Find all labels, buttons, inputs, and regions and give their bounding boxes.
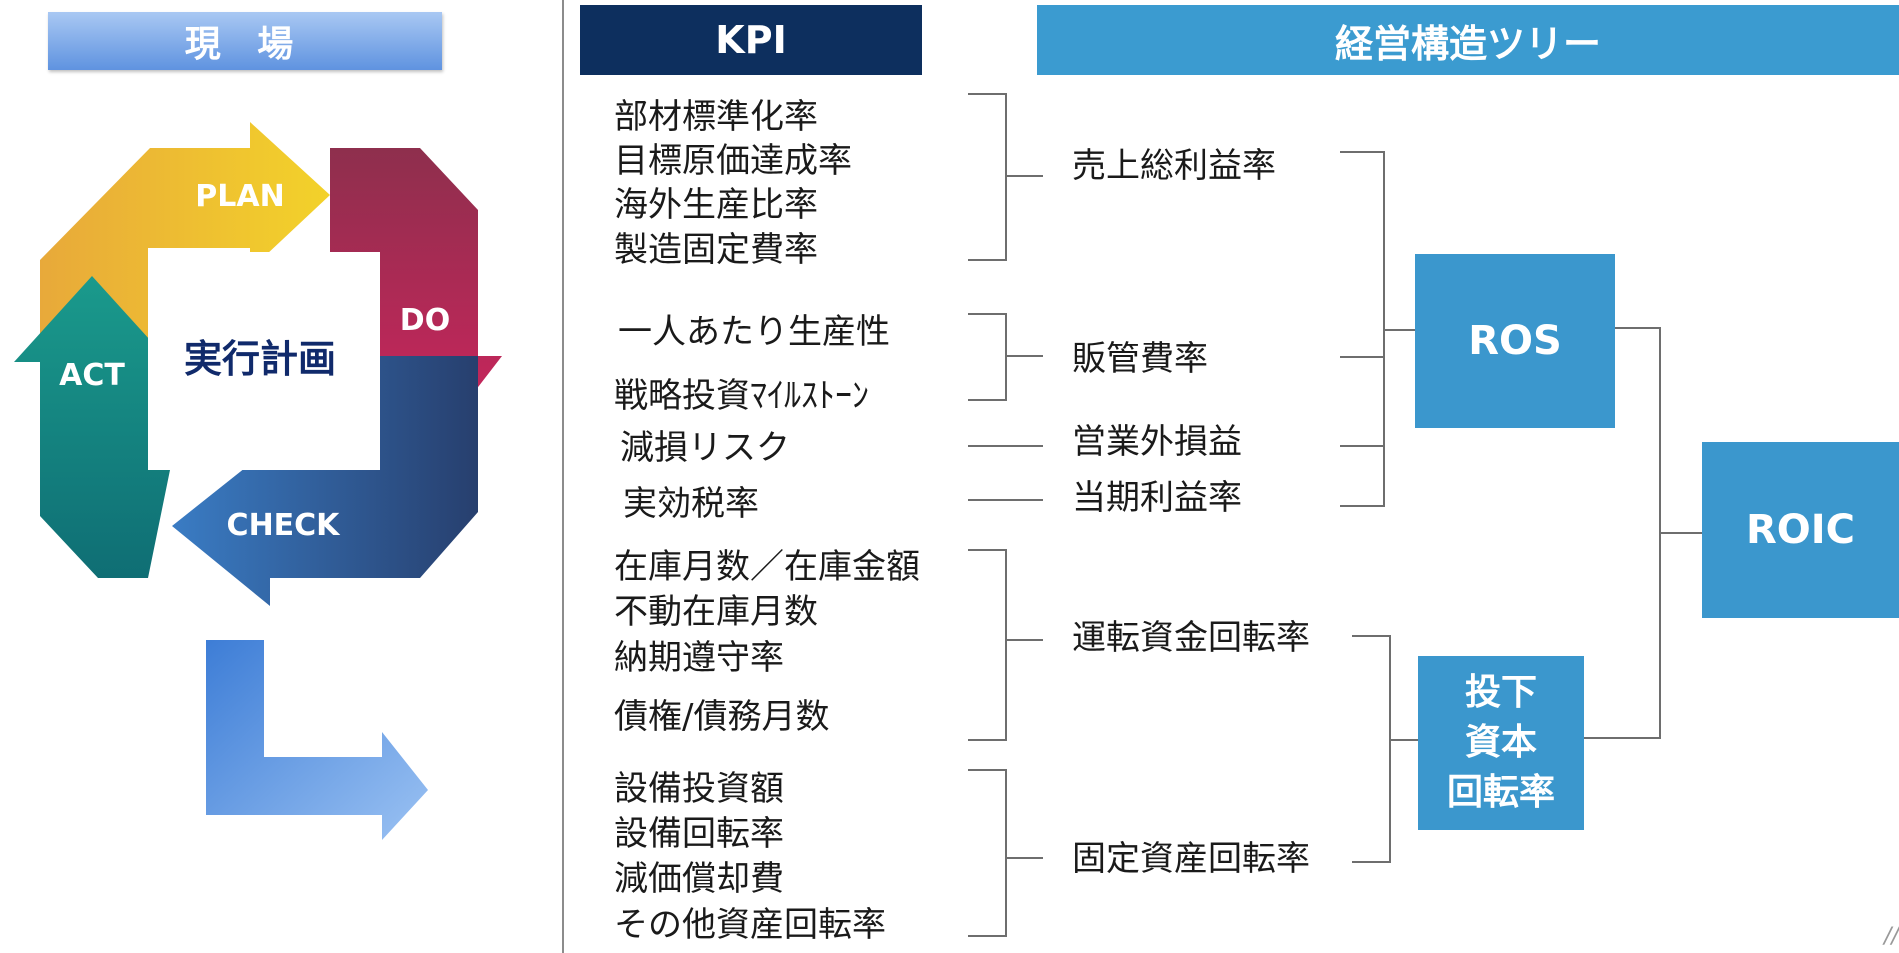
do-label: DO xyxy=(400,303,450,338)
kpi-item: 部材標準化率 xyxy=(614,97,818,137)
kpi-item: 設備投資額 xyxy=(614,769,784,809)
act-arrow xyxy=(14,276,170,578)
check-arrow xyxy=(172,356,478,606)
metric-gross-margin: 売上総利益率 xyxy=(1072,146,1276,186)
pdca-cycle-diagram: PLAN DO CHECK ACT 実行計画 xyxy=(14,122,502,840)
kpi-item: 減損リスク xyxy=(620,428,790,468)
plan-label: PLAN xyxy=(195,179,284,214)
metric-working-capital-turnover: 運転資金回転率 xyxy=(1072,618,1310,658)
ros-box: ROS xyxy=(1415,254,1615,428)
box-line: 投下 xyxy=(1464,672,1537,713)
vertical-divider xyxy=(562,0,564,953)
metric-non-operating: 営業外損益 xyxy=(1072,422,1242,462)
invested-capital-turnover-box: 投下 資本 回転率 xyxy=(1418,656,1584,830)
kpi-item: 減価償却費 xyxy=(614,859,784,899)
act-label: ACT xyxy=(59,358,125,393)
kpi-item: 戦略投資ﾏｲﾙｽﾄｰﾝ xyxy=(614,376,869,416)
kpi-item: 目標原価達成率 xyxy=(614,141,852,181)
kpi-item: 不動在庫月数 xyxy=(614,592,818,632)
kpi-item: 在庫月数／在庫金額 xyxy=(614,547,920,587)
kpi-item: 海外生産比率 xyxy=(614,185,818,225)
genba-header: 現 場 xyxy=(48,12,442,70)
kpi-item: 債権/債務月数 xyxy=(614,697,830,737)
kpi-item: 設備回転率 xyxy=(614,814,784,854)
kpi-header: KPI xyxy=(580,5,922,75)
metric-sga-ratio: 販管費率 xyxy=(1072,339,1208,379)
box-line: 資本 xyxy=(1464,722,1537,763)
tree-header: 経営構造ツリー xyxy=(1037,5,1899,75)
turn-right-arrow-icon xyxy=(206,640,428,840)
center-label: 実行計画 xyxy=(184,337,336,381)
slide-mark: // xyxy=(1884,924,1899,949)
kpi-item: 製造固定費率 xyxy=(614,230,818,270)
kpi-item: 一人あたり生産性 xyxy=(618,312,890,352)
roic-box: ROIC xyxy=(1702,442,1899,618)
kpi-item: その他資産回転率 xyxy=(614,905,886,945)
plan-arrow xyxy=(40,122,330,340)
box-line: 回転率 xyxy=(1446,772,1555,813)
kpi-item: 納期遵守率 xyxy=(614,638,784,678)
metric-fixed-asset-turnover: 固定資産回転率 xyxy=(1072,839,1310,879)
metric-net-margin: 当期利益率 xyxy=(1072,478,1242,518)
kpi-item: 実効税率 xyxy=(623,484,759,524)
check-label: CHECK xyxy=(227,508,342,543)
